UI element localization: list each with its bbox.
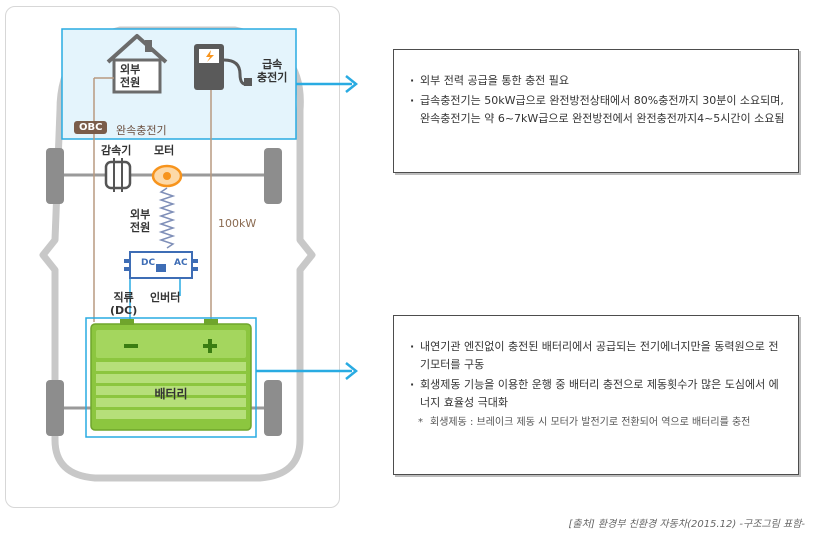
motor-icon <box>151 164 183 188</box>
inverter-label: 인버터 <box>150 291 181 304</box>
wheel-rear-left <box>46 380 64 436</box>
house-icon <box>106 34 168 94</box>
external-power-label: 외부 전원 <box>120 63 141 89</box>
battery-frame <box>85 317 257 438</box>
inverter-dc-label: DC <box>141 258 156 268</box>
motor-label: 모터 <box>154 144 175 157</box>
regenerative-braking-note: 회생제동 : 브레이크 제동 시 모터가 발전기로 전환되어 역으로 배터리를 … <box>408 414 788 432</box>
battery-plus-symbol-v <box>208 339 212 353</box>
battery-info-item-1: 내연기관 엔진없이 충전된 배터리에서 공급되는 전기에너지만을 동력원으로 전… <box>408 338 788 374</box>
wheel-front-right <box>264 148 282 204</box>
battery-info-item-2: 회생제동 기능을 이용한 운행 중 배터리 충전으로 제동횟수가 많은 도심에서… <box>408 376 788 412</box>
obc-badge: OBC <box>74 121 108 134</box>
direct-current-label: 직류 (DC) <box>110 291 138 317</box>
motor-coil <box>158 187 176 249</box>
arrow-to-bottom-info <box>256 362 359 380</box>
charging-info-item-1: 외부 전력 공급을 통한 충전 필요 <box>408 72 788 90</box>
battery-minus-symbol <box>124 344 138 348</box>
reducer-icon <box>104 158 132 192</box>
battery-label: 배터리 <box>154 387 188 401</box>
slow-charger-label: 완속충전기 <box>116 124 167 137</box>
charging-info-box: 외부 전력 공급을 통한 충전 필요 급속충전기는 50kW급으로 완전방전상태… <box>393 49 799 173</box>
reducer-label: 감속기 <box>101 144 132 157</box>
wheel-front-left <box>46 148 64 204</box>
wheel-rear-right <box>264 380 282 436</box>
power-100kw-label: 100kW <box>218 217 257 230</box>
source-caption: [출처] 환경부 친환경 자동차(2015.12) -구조그림 표함- <box>568 519 805 530</box>
charger-station-icon <box>194 44 252 90</box>
arrow-to-top-info <box>296 75 359 93</box>
battery-icon <box>90 319 252 431</box>
charging-info-item-2: 급속충전기는 50kW급으로 완전방전상태에서 80%충전까지 30분이 소요되… <box>408 92 788 128</box>
inverter-icon <box>124 251 198 279</box>
inverter-ac-label: AC <box>174 258 188 268</box>
fast-charger-label: 급속 충전기 <box>257 58 288 84</box>
external-power-mid-label: 외부 전원 <box>130 208 151 234</box>
battery-info-box: 내연기관 엔진없이 충전된 배터리에서 공급되는 전기에너지만을 동력원으로 전… <box>393 315 799 475</box>
